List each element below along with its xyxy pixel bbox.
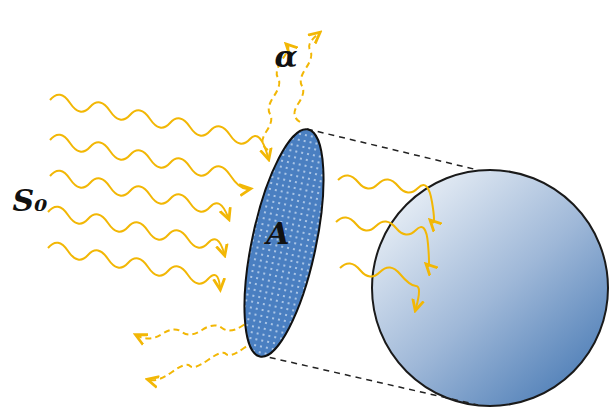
area-label: A (266, 216, 289, 251)
planet-sphere (372, 170, 608, 406)
incoming-radiation (48, 95, 268, 287)
solar-constant-label: S₀ (13, 183, 48, 218)
albedo-label: α (274, 39, 297, 74)
projection-line (307, 129, 478, 170)
aperture-disc: A (238, 118, 330, 368)
projection-line (259, 355, 478, 405)
transmitted-radiation (336, 175, 434, 308)
